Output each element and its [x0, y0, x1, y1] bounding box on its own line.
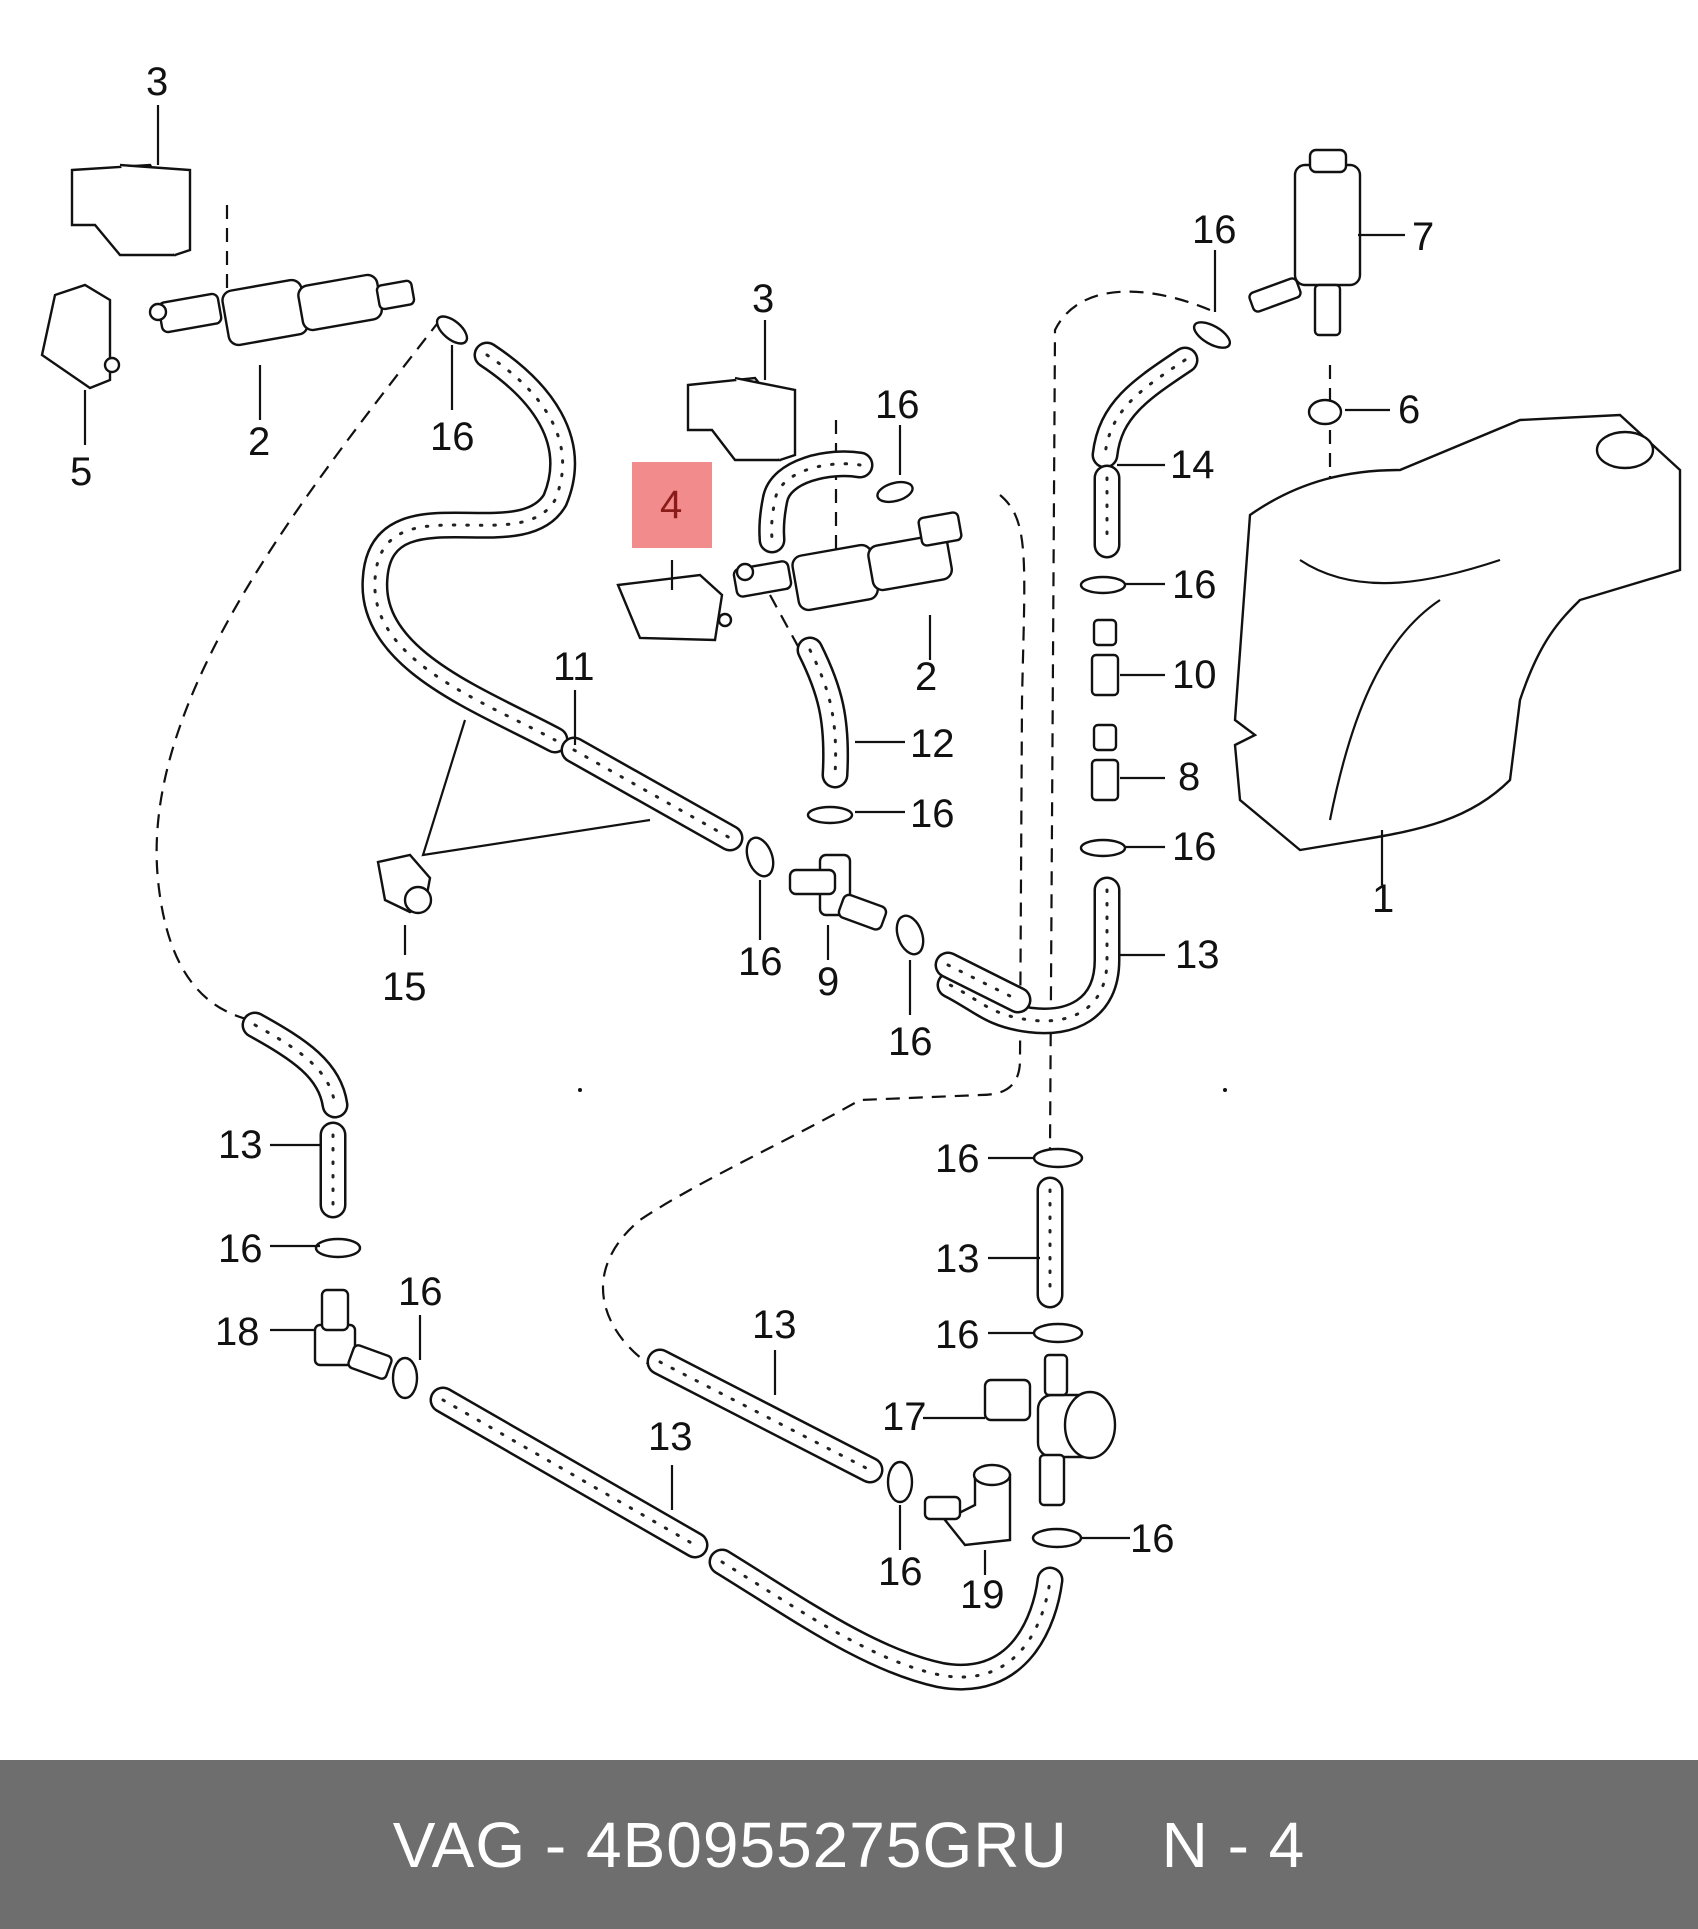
pump-2-upper-left [148, 273, 416, 347]
callout-16: 16 [1172, 563, 1217, 607]
footer-separator: - [526, 1808, 587, 1881]
clip-15 [376, 853, 433, 915]
callout-16: 16 [878, 1550, 923, 1594]
hoses [241, 341, 1199, 1691]
pump-2-middle [732, 511, 963, 612]
callout-16: 16 [430, 415, 475, 459]
elbow-19 [923, 1463, 1012, 1547]
callout-13: 13 [648, 1415, 693, 1459]
callout-13: 13 [935, 1237, 980, 1281]
callout-9: 9 [817, 960, 839, 1004]
callout-8: 8 [1178, 755, 1200, 799]
callout-16: 16 [888, 1020, 933, 1064]
callout-12: 12 [910, 722, 955, 766]
callout-16: 16 [398, 1270, 443, 1314]
callout-2: 2 [915, 655, 937, 699]
t-piece-18 [313, 1288, 393, 1380]
grommet-6 [1307, 398, 1343, 426]
callout-16: 16 [738, 940, 783, 984]
valve-17 [983, 1353, 1117, 1507]
callout-16: 16 [1172, 825, 1217, 869]
part-number-footer: VAG - 4B0955275GRU N - 4 [0, 1760, 1698, 1929]
parts-diagram: 3 5 2 16 3 16 4 2 11 12 16 15 16 9 16 16… [40, 60, 1682, 1691]
footer-brand: VAG [392, 1808, 527, 1881]
footer-part-number: 4B0955275GRU [586, 1808, 1068, 1881]
callout-16: 16 [1192, 208, 1237, 252]
callout-2: 2 [248, 420, 270, 464]
callout-16: 16 [935, 1313, 980, 1357]
callout-15: 15 [382, 965, 427, 1009]
footer-position: N - 4 [1161, 1808, 1306, 1881]
callout-4: 4 [660, 483, 682, 527]
callout-19: 19 [960, 1573, 1005, 1617]
callout-16: 16 [875, 383, 920, 427]
callout-7: 7 [1412, 215, 1434, 259]
dashed-routing-lines [155, 205, 1332, 1366]
group-indicator-lines [421, 719, 651, 857]
leader-lines [83, 105, 1405, 1575]
callout-16: 16 [218, 1227, 263, 1271]
highlight-box [632, 462, 712, 548]
callout-13: 13 [752, 1303, 797, 1347]
bracket-3-middle [686, 376, 797, 462]
footer-gap [1068, 1808, 1162, 1882]
callout-10: 10 [1172, 653, 1217, 697]
cover-cap-5 [40, 283, 121, 390]
callout-1: 1 [1372, 877, 1394, 921]
cover-cap-4 [616, 573, 733, 642]
callout-16: 16 [935, 1137, 980, 1181]
hose-clamps [314, 315, 1232, 1549]
callout-17: 17 [882, 1395, 927, 1439]
callout-5: 5 [70, 450, 92, 494]
reservoir-1 [1233, 413, 1682, 852]
callout-14: 14 [1170, 443, 1215, 487]
callout-3: 3 [752, 277, 774, 321]
connector-8 [1090, 723, 1120, 802]
callout-11: 11 [553, 645, 595, 689]
callout-16: 16 [910, 792, 955, 836]
callouts: 3 5 2 16 3 16 4 2 11 12 16 15 16 9 16 16… [70, 60, 1434, 1617]
connector-10 [1090, 618, 1120, 697]
callout-3: 3 [146, 60, 168, 104]
callout-6: 6 [1398, 388, 1420, 432]
t-piece-9 [788, 853, 888, 931]
callout-18: 18 [215, 1310, 260, 1354]
callout-13: 13 [1175, 933, 1220, 977]
callout-13: 13 [218, 1123, 263, 1167]
callout-16: 16 [1130, 1517, 1175, 1561]
pump-7 [1248, 148, 1362, 337]
bracket-3-left [70, 163, 192, 257]
